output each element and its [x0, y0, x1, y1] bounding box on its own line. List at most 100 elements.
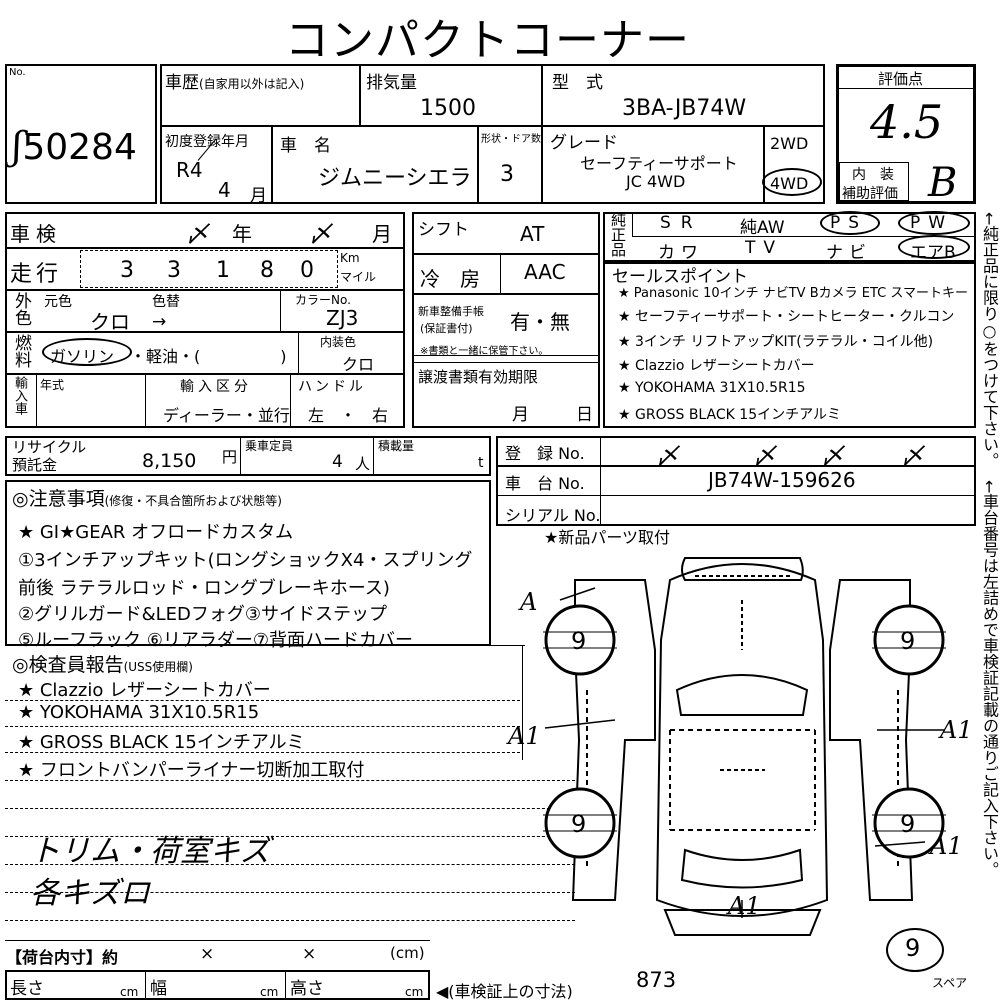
transfer-label: 譲渡書類有効期限 [418, 368, 539, 386]
transfer-month: 月 [512, 405, 529, 425]
tire-front-left [544, 604, 616, 676]
import-type-label: 輸入区分 [180, 379, 252, 395]
exterior-arrow: → [152, 312, 167, 332]
model-label: 型 式 [552, 73, 603, 93]
registration-mark-4: 〆 [900, 442, 924, 470]
manual-label-1: 新車整備手帳 [418, 305, 484, 318]
first-reg-month: 4 [218, 178, 231, 202]
score-box [836, 64, 976, 204]
equipment-ps-circle [820, 211, 880, 235]
spare-tire [886, 928, 944, 972]
equipment-navi: ナビ [826, 243, 872, 263]
sales-point-5: ★ YOKOHAMA 31X10.5R15 [618, 380, 806, 396]
mileage-digit-1: 3 [120, 258, 134, 283]
drive-4wd-circle [762, 168, 822, 196]
inspection-label: 車検 [10, 222, 62, 246]
tire-front-right-value: 9 [900, 627, 916, 655]
equipment-sr: SR [660, 213, 703, 233]
color-no-value: ZJ3 [326, 306, 359, 330]
car-name-cell [272, 126, 478, 204]
exterior-label: 外色 [11, 292, 31, 326]
sales-point-3: ★ 3インチ リフトアップKIT(ラテラル・コイル他) [618, 334, 934, 350]
capacity-label: 乗車定員 [245, 439, 294, 453]
car-damage-diagram [543, 557, 946, 936]
manual-note: ※書類と一緒に保管下さい。 [420, 346, 549, 357]
sales-points-block [603, 262, 976, 428]
capacity-value: 4 [332, 452, 343, 472]
serial-label: シリアル No. [505, 506, 601, 525]
dims-value: 873 [636, 968, 677, 992]
first-reg-label: 初度登録年月 [165, 134, 249, 150]
first-reg-month-unit: 月 [250, 186, 267, 206]
dims-length-label: 長さ [10, 979, 44, 999]
manual-label-2: (保証書付) [420, 322, 473, 335]
damage-mark-right-door: A1 [940, 716, 973, 744]
shift-label: シフト [418, 220, 469, 240]
doors-value: 3 [500, 162, 514, 187]
equipment-aw: 純AW [740, 218, 785, 238]
exterior-orig-label: 元色 [44, 294, 72, 310]
car-right-side [829, 579, 914, 901]
cargo-label: 【荷台内寸】約 [6, 948, 119, 967]
side-note-genuine: ←純正品に限り○をつけて下さい。 [980, 212, 999, 469]
doors-label: 形状・ドア数 [481, 134, 541, 145]
tire-rear-right-value: 9 [900, 810, 916, 838]
tire-front-left-value: 9 [571, 627, 587, 655]
tire-rear-left-value: 9 [571, 810, 587, 838]
fuel-other: ・軽油・( ) [130, 347, 287, 366]
car-rear-window [680, 848, 804, 889]
car-roof-lines [670, 729, 815, 831]
grade-label: グレード [550, 133, 618, 153]
dims-note: ◀(車検証上の寸法) [436, 982, 573, 1001]
mileage-digit-3: 1 [216, 258, 230, 283]
equipment-pw-circle [898, 211, 970, 235]
handle-label: ハンドル [298, 379, 366, 395]
import-year-label: 年式 [40, 378, 65, 392]
doors-cell [478, 126, 542, 204]
inspection-year-mark: 〆 [185, 220, 209, 248]
grade-line2: JC 4WD [626, 172, 686, 191]
history-cell [160, 64, 360, 126]
inspector-line-4: ★ フロントバンパーライナー切断加工取付 [18, 760, 365, 781]
tire-rear-left [544, 787, 616, 859]
import-label: 輸入車 [12, 376, 27, 415]
caution-line-5: ⑤ルーフラック ⑥リアラダー⑦背面ハードカバー [18, 630, 414, 651]
grade-line1: セーフティーサポート [580, 154, 738, 173]
recycle-label-1: リサイクル [12, 438, 87, 456]
dims-width-unit: cm [260, 985, 279, 999]
transfer-day: 日 [576, 405, 593, 425]
damage-mark-right-rear: A1 [930, 832, 963, 860]
sales-point-2: ★ セーフティーサポート・シートヒーター・クルコン [618, 309, 955, 325]
score-label: 評価点 [878, 70, 924, 88]
interior-color-value: クロ [342, 355, 375, 374]
dims-height-unit: cm [405, 985, 424, 999]
tire-rear-right [873, 787, 945, 859]
registration-mark-2: 〆 [752, 442, 776, 470]
displacement-label: 排気量 [366, 73, 417, 93]
page-title: コンパクトコーナー [285, 15, 690, 66]
history-label: 車歴(自家用以外は記入) [165, 73, 305, 93]
sales-point-1: ★ Panasonic 10インチ ナビTV Bカメラ ETC スマートキー [618, 286, 968, 301]
dims-length-unit: cm [120, 985, 139, 999]
registration-mark-1: 〆 [655, 442, 679, 470]
lot-box [5, 64, 157, 204]
registration-mark-3: 〆 [820, 442, 844, 470]
new-parts-label: ★新品パーツ取付 [544, 528, 671, 547]
model-cell [542, 64, 825, 126]
caution-line-3: 前後 ラテラルロッド・ロングブレーキホース) [18, 578, 390, 599]
mileage-digit-5: 0 [300, 258, 314, 283]
caution-label: ◎注意事項(修復・不具合箇所および状態等) [12, 488, 282, 510]
inspector-line-1: ★ Clazzio レザーシートカバー [18, 680, 271, 701]
spare-tire-value: 9 [905, 934, 921, 962]
equipment-label: 純正品 [609, 212, 627, 257]
sales-points-label: セールスポイント [612, 267, 748, 287]
caution-line-2: ①3インチアップキット(ロングショックX4・スプリング [18, 550, 473, 571]
first-reg-cell [160, 126, 272, 204]
interior-score-label-1: 内 装 [852, 167, 894, 183]
aircon-label: 冷 房 [420, 267, 480, 291]
damage-mark-left-door: A1 [508, 722, 541, 750]
displacement-cell [360, 64, 542, 126]
sales-point-6: ★ GROSS BLACK 15インチアルミ [618, 407, 841, 423]
dims-block [5, 970, 430, 1000]
chassis-value: JB74W-159626 [708, 468, 856, 492]
